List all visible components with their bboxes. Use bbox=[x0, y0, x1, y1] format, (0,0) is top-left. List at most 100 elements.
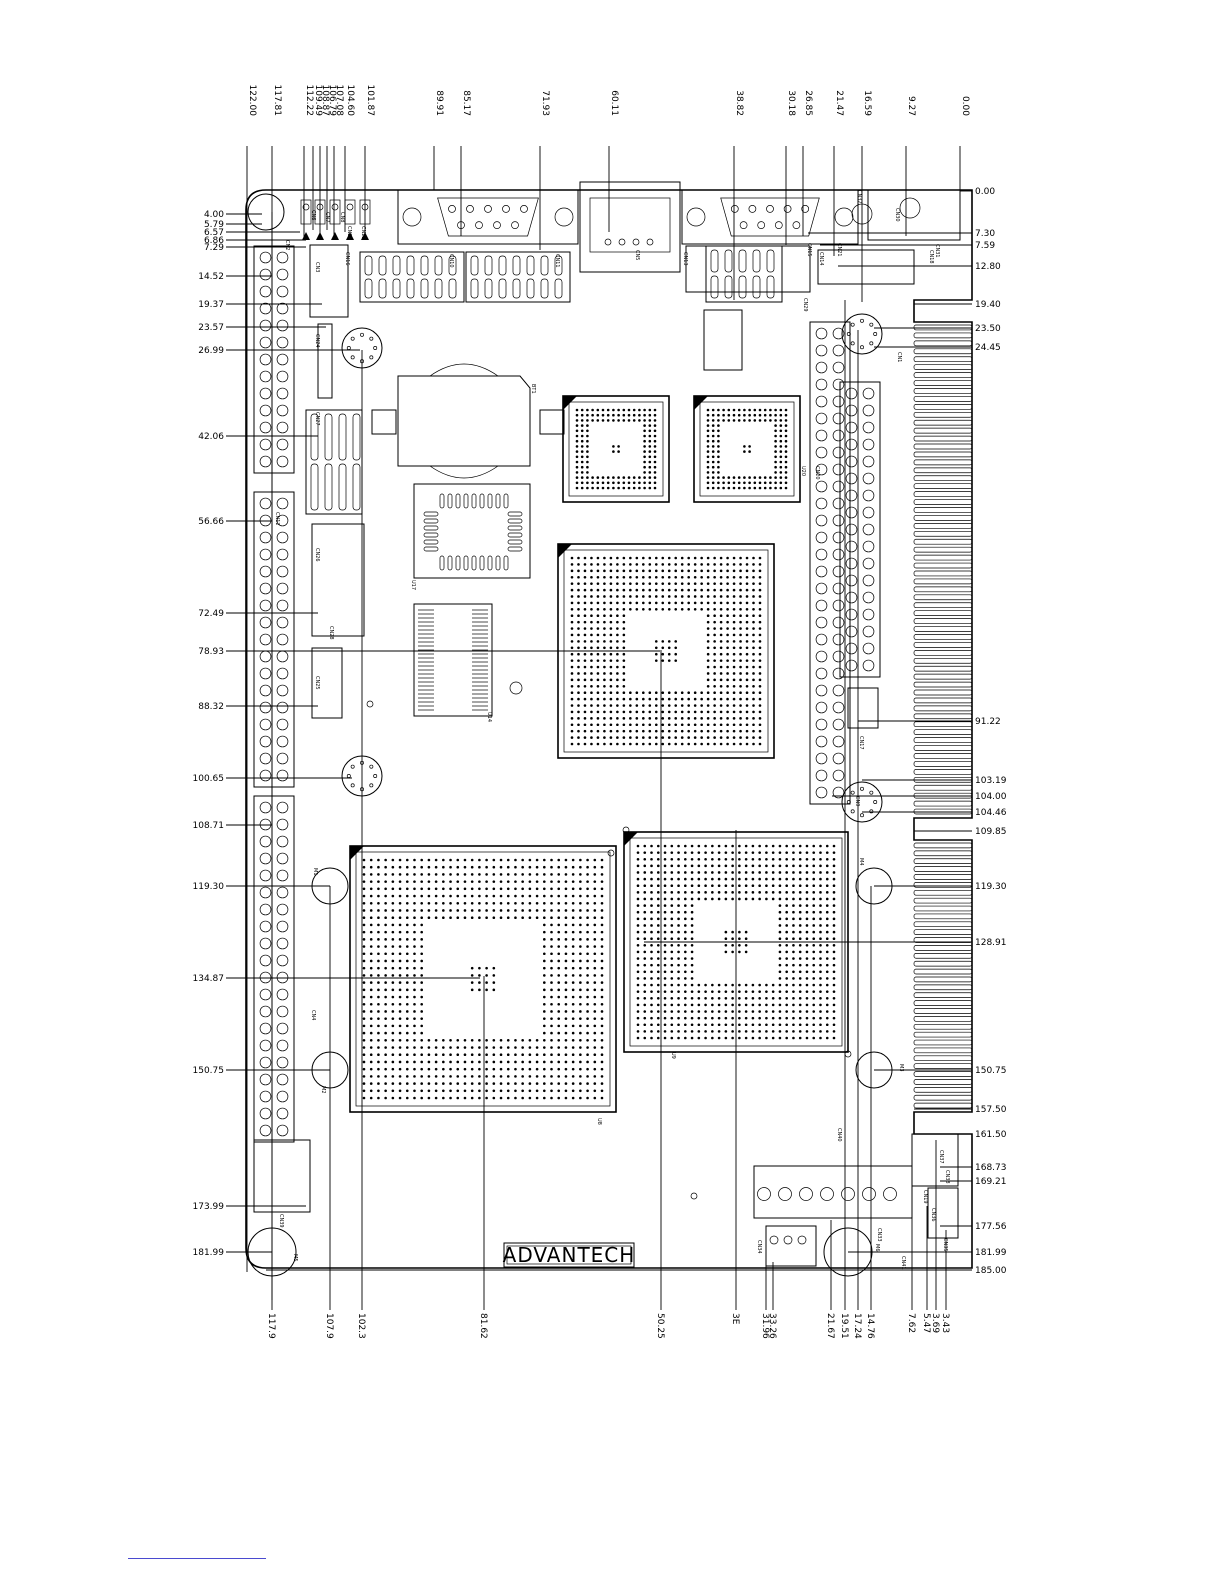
bga-ball bbox=[470, 880, 474, 883]
bga-ball bbox=[771, 1003, 775, 1007]
bga-ball bbox=[577, 717, 580, 720]
bga-ball bbox=[779, 465, 783, 469]
bga-ball bbox=[758, 891, 761, 894]
bga-ball bbox=[629, 736, 632, 739]
bga-ball bbox=[580, 460, 584, 464]
bga-ball bbox=[643, 455, 646, 459]
header-pin bbox=[276, 1056, 289, 1069]
bga-ball bbox=[622, 723, 626, 727]
bga-ball bbox=[362, 974, 366, 977]
bga-ball bbox=[570, 710, 574, 714]
bga-ball bbox=[680, 704, 684, 707]
bga-ball bbox=[434, 887, 438, 891]
bga-ball bbox=[398, 966, 402, 970]
edge-finger bbox=[913, 626, 973, 632]
bga-ball bbox=[635, 595, 639, 598]
bga-ball bbox=[690, 891, 694, 894]
bga-ball bbox=[593, 894, 597, 898]
dimension-label-top: 101.87 bbox=[365, 85, 375, 117]
bga-ball bbox=[405, 916, 409, 919]
bga-ball bbox=[739, 575, 742, 579]
bga-ball bbox=[738, 851, 741, 854]
bga-ball bbox=[456, 1067, 460, 1071]
bga-ball bbox=[596, 659, 600, 662]
bga-ball bbox=[711, 877, 714, 881]
fiducial bbox=[509, 681, 523, 695]
bga-ball bbox=[674, 697, 678, 701]
bga-ball bbox=[743, 408, 746, 412]
ribbon-pin bbox=[470, 278, 479, 299]
bga-ball bbox=[622, 620, 626, 624]
edge-finger bbox=[913, 953, 973, 959]
bga-ball bbox=[661, 717, 665, 720]
bga-ball bbox=[732, 413, 736, 417]
bga-ball bbox=[586, 974, 589, 977]
bga-ball bbox=[656, 1010, 660, 1013]
bga-ball bbox=[771, 871, 775, 874]
bga-ball bbox=[575, 450, 579, 453]
bga-ball bbox=[785, 924, 788, 927]
bga-ball bbox=[753, 419, 757, 422]
bga-ball bbox=[713, 729, 716, 733]
bga-ball bbox=[724, 871, 728, 874]
bga-ball bbox=[713, 723, 716, 727]
bga-ball bbox=[719, 620, 723, 624]
bga-ball bbox=[369, 1075, 373, 1078]
bga-ball bbox=[785, 1010, 788, 1013]
bga-ball bbox=[622, 582, 626, 585]
bga-ball bbox=[667, 736, 671, 739]
bga-ball bbox=[819, 1010, 822, 1013]
bga-ball bbox=[405, 1039, 409, 1042]
bga-ball bbox=[590, 736, 593, 739]
bga-ball bbox=[752, 665, 755, 669]
header-pin bbox=[259, 903, 272, 916]
bga-ball bbox=[463, 1046, 467, 1049]
bga-ball bbox=[774, 455, 777, 459]
bga-ball bbox=[557, 1031, 561, 1035]
bga-ball bbox=[600, 938, 604, 941]
bga-ball bbox=[706, 729, 710, 733]
battery-tab-right bbox=[539, 409, 565, 435]
bga-ball bbox=[670, 950, 674, 954]
bga-ball bbox=[564, 1002, 568, 1006]
component-label-cn17: CN17 bbox=[858, 736, 864, 750]
bga-ball bbox=[819, 891, 822, 894]
bga-ball bbox=[832, 1030, 836, 1033]
bga-ball bbox=[792, 1016, 795, 1020]
bga-ball bbox=[622, 486, 626, 490]
header-pin bbox=[276, 387, 289, 400]
bga-ball bbox=[463, 1075, 467, 1078]
bga-ball bbox=[601, 408, 605, 412]
header-pin bbox=[276, 684, 289, 697]
bga-ball bbox=[362, 858, 366, 862]
bga-ball bbox=[727, 413, 731, 417]
bga-ball bbox=[670, 944, 674, 947]
bga-ball bbox=[583, 717, 587, 720]
bga-ball bbox=[732, 742, 736, 746]
bga-ball bbox=[622, 710, 626, 714]
bga-ball bbox=[377, 959, 380, 963]
header-pin bbox=[276, 718, 289, 731]
bga-ball bbox=[593, 865, 597, 869]
bga-ball bbox=[643, 450, 646, 453]
bga-ball bbox=[603, 691, 606, 694]
bga-ball bbox=[514, 873, 517, 876]
bga-ball bbox=[427, 916, 431, 919]
bga-ball bbox=[667, 691, 671, 694]
bga-ball bbox=[648, 691, 652, 694]
component-label-cn34: CN34 bbox=[756, 1240, 762, 1254]
header-cn-left-1 bbox=[253, 245, 295, 474]
dimension-label-bottom: 3.43 bbox=[940, 1313, 950, 1333]
bga-ball bbox=[564, 901, 568, 905]
bga-ball bbox=[405, 1024, 409, 1028]
hole-ring bbox=[841, 313, 883, 355]
bga-ball bbox=[825, 930, 829, 934]
footer-rule bbox=[128, 1558, 266, 1559]
bga-ball bbox=[744, 996, 748, 1000]
dimension-label-top: 122.00 bbox=[247, 85, 257, 117]
bga-ball bbox=[499, 873, 503, 876]
bga-ball bbox=[586, 858, 589, 862]
bga-ball bbox=[579, 923, 582, 927]
bga-ball bbox=[706, 652, 710, 656]
bga-ball bbox=[732, 419, 736, 422]
